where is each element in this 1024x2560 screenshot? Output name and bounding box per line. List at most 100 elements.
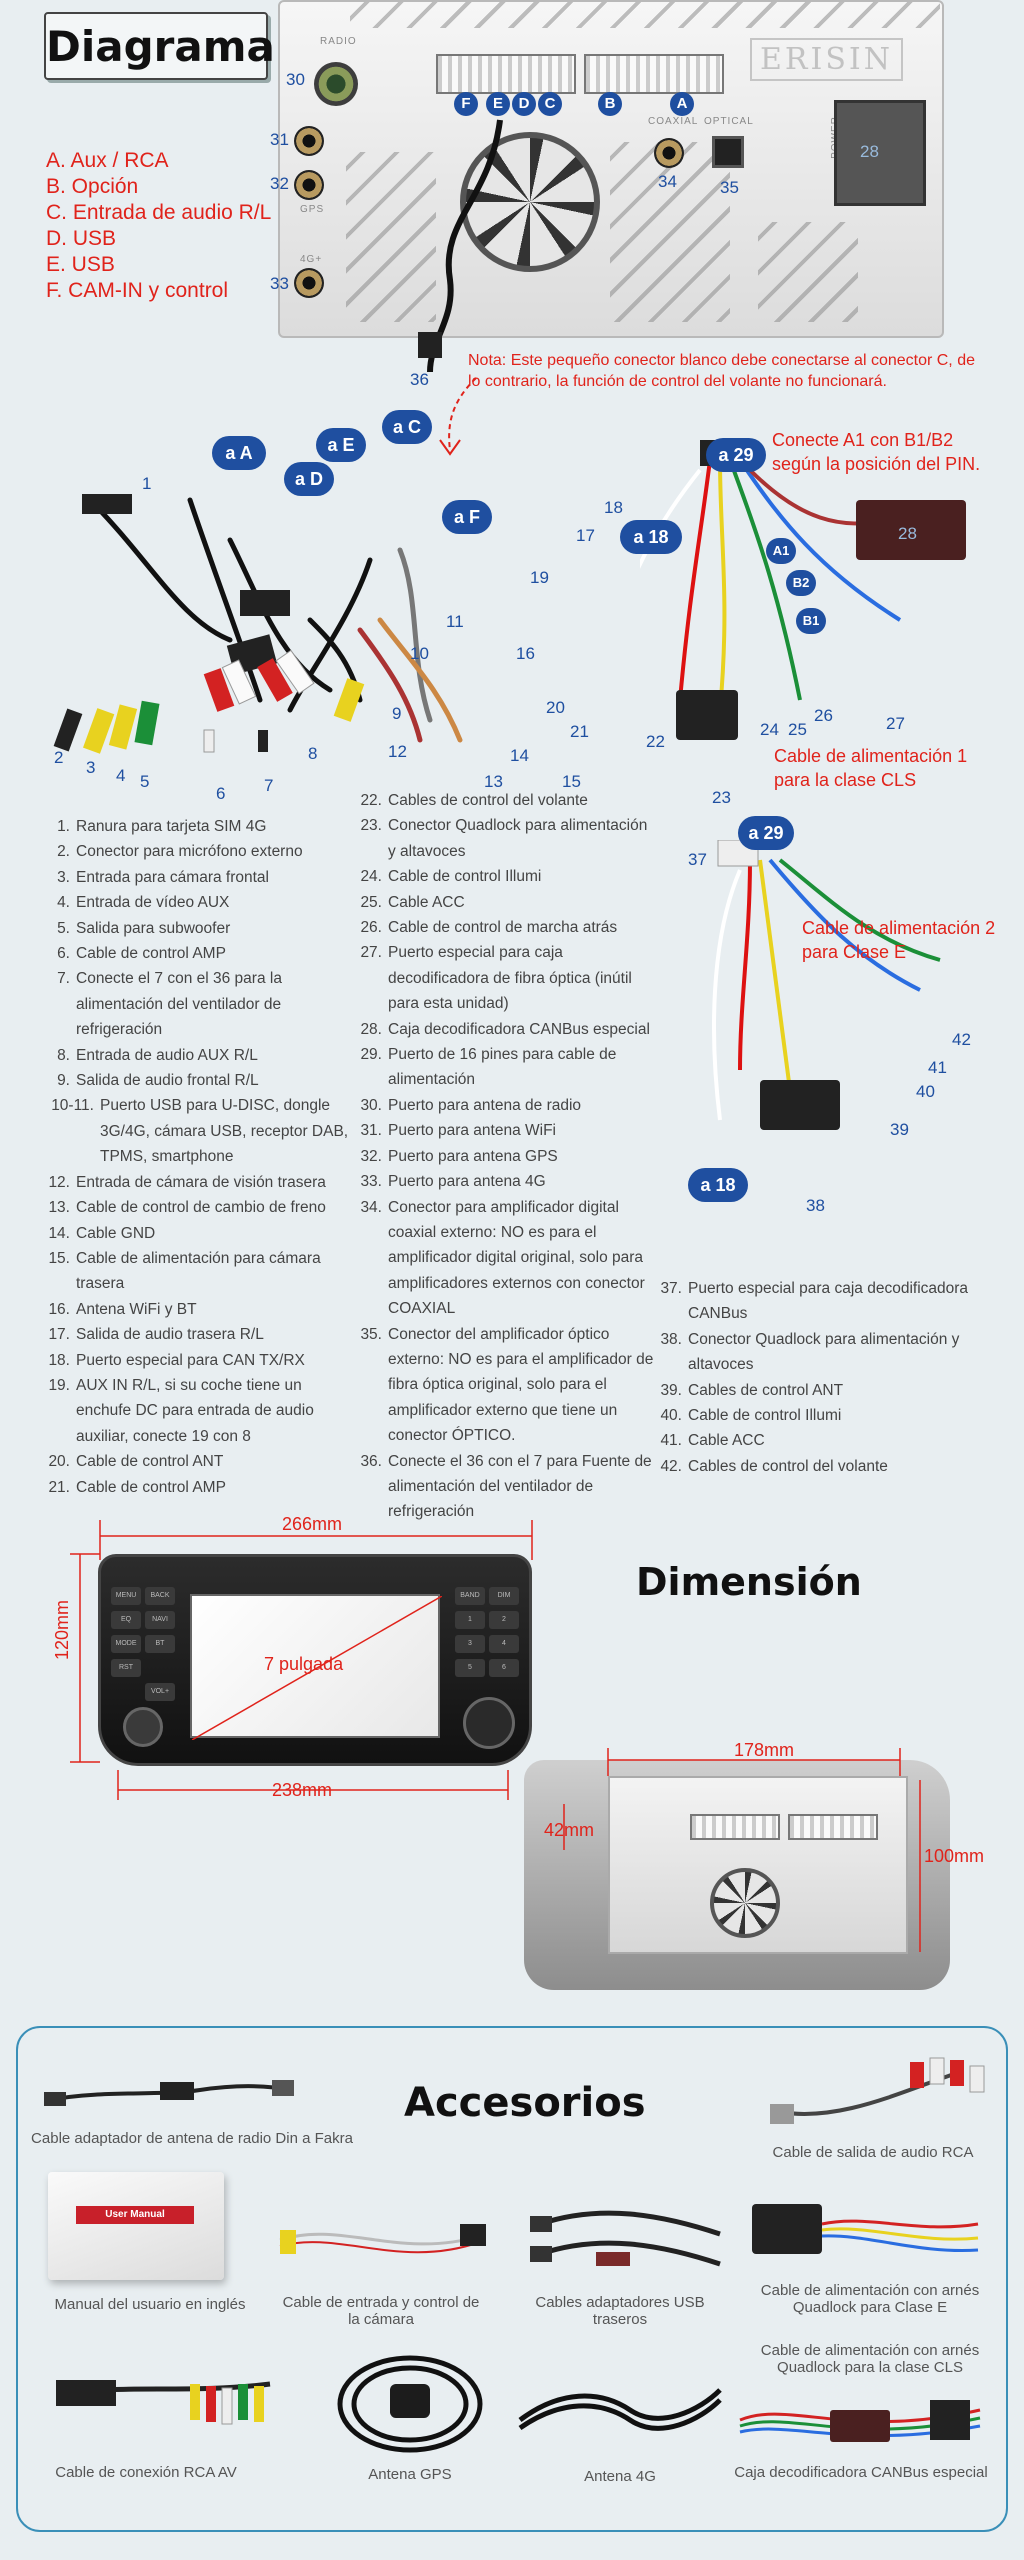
preset-3-button[interactable]: 3 (455, 1635, 485, 1653)
preset-1-button[interactable]: 1 (455, 1611, 485, 1629)
item-text: Cable de control Illumi (388, 868, 542, 886)
item-text: Cables de control ANT (688, 1381, 844, 1399)
coaxial-port (654, 138, 684, 168)
back-height-right-label: 100mm (924, 1846, 985, 1866)
item-text: Conector del amplificador óptico externo… (388, 1325, 654, 1445)
dim-button[interactable]: DIM (489, 1587, 519, 1605)
list-item: 14.Cable GND (46, 1221, 356, 1246)
preset-6-button[interactable]: 6 (489, 1659, 519, 1677)
list-item: 22.Cables de control del volante (358, 788, 658, 813)
cable-number: 27 (886, 714, 905, 733)
vent-grille (610, 142, 730, 322)
item-text: Cable de control Illumi (688, 1407, 842, 1425)
width-bottom-label: 238mm (272, 1780, 333, 1800)
item-number: 32. (360, 1147, 382, 1165)
menu-button[interactable]: MENU (111, 1587, 141, 1605)
item-text: Cable de control ANT (76, 1453, 224, 1471)
item-text: Cable de control de marcha atrás (388, 919, 618, 937)
cable-number: 40 (916, 1082, 935, 1101)
list-item: 40. Cable de control Illumi (658, 1403, 988, 1428)
pill-to-29-e: a 29 (738, 816, 794, 850)
item-text: Cables de control del volante (688, 1457, 888, 1475)
mode-button[interactable]: MODE (111, 1635, 141, 1653)
bt-button[interactable]: BT (145, 1635, 175, 1653)
item-text: Entrada de audio AUX R/L (76, 1046, 258, 1064)
item-number: 5. (57, 919, 70, 937)
item-text: Cables de control del volante (388, 792, 588, 809)
item-text: Conector Quadlock para alimentación y al… (688, 1330, 960, 1374)
vol-up-button[interactable]: VOL+ (145, 1683, 175, 1701)
list-item: 19.AUX IN R/L, si su coche tiene un ench… (46, 1373, 356, 1449)
pin-tag-b2: B2 (786, 570, 816, 596)
item-number: 24. (360, 868, 382, 886)
navigation-pad[interactable] (463, 1697, 515, 1749)
user-manual-tag: User Manual (76, 2206, 194, 2224)
brand-logo: ERISIN (750, 38, 903, 81)
item-text: Salida de audio frontal R/L (76, 1072, 259, 1090)
connector-note: Nota: Este pequeño conector blanco debe … (468, 352, 975, 390)
item-text: Conecte el 7 con el 36 para la alimentac… (76, 970, 282, 1039)
cable-number: 23 (712, 788, 731, 807)
list-item: 29.Puerto de 16 pines para cable de alim… (358, 1042, 658, 1093)
item-text: Puerto de 16 pines para cable de aliment… (388, 1046, 617, 1089)
accessory-label: Antena 4G (584, 2468, 656, 2485)
volume-knob[interactable] (123, 1707, 163, 1747)
navi-button[interactable]: NAVI (145, 1611, 175, 1629)
pill-to-29: a 29 (706, 438, 766, 472)
label-33: 33 (270, 274, 289, 293)
accessory-label: Manual del usuario en inglés (54, 2296, 246, 2313)
port-letter-c: C (538, 92, 562, 116)
preset-4-button[interactable]: 4 (489, 1635, 519, 1653)
list-item: 27.Puerto especial para caja decodificad… (358, 940, 658, 1016)
eq-button[interactable]: EQ (111, 1611, 141, 1629)
item-text: Cable de control AMP (76, 1478, 226, 1496)
rca-output-cable-image (770, 2057, 985, 2124)
back-connector-block (690, 1814, 780, 1840)
port-letter-f: F (454, 92, 478, 116)
cable-number: 6 (216, 784, 226, 803)
cable-number: 22 (646, 732, 665, 751)
band-button[interactable]: BAND (455, 1587, 485, 1605)
item-number: 30. (360, 1096, 382, 1114)
fakra-adapter-image (44, 2080, 294, 2106)
label-35: 35 (720, 178, 739, 197)
item-text: Entrada para cámara frontal (76, 868, 269, 886)
item-number: 40. (660, 1407, 682, 1425)
item-number: 17. (48, 1326, 70, 1344)
cable-number: 28 (898, 524, 917, 543)
cable-number: 26 (814, 706, 833, 725)
item-number: 9. (57, 1072, 70, 1090)
cable-number: 9 (392, 704, 402, 723)
item-number: 26. (360, 919, 382, 937)
cable-number: 19 (530, 568, 549, 587)
list-item: 33.Puerto para antena 4G (358, 1169, 658, 1194)
head-unit-rear-panel: ERISIN F E D C B A RADIO GPS 4G+ COAXIAL… (270, 0, 944, 338)
list-item: 30.Puerto para antena de radio (358, 1093, 658, 1118)
cable-number: 13 (484, 772, 503, 791)
preset-2-button[interactable]: 2 (489, 1611, 519, 1629)
list-item: 12.Entrada de cámara de visión trasera (46, 1170, 356, 1195)
cable-number: 39 (890, 1120, 909, 1139)
pin-tag-a1: A1 (766, 538, 796, 564)
item-text: Puerto especial para CAN TX/RX (76, 1351, 305, 1369)
legend-item: E. USB (46, 253, 115, 276)
vent-grille (758, 222, 858, 322)
list-item: 24. Cable de control Illumi (358, 864, 658, 889)
list-item: 25.Cable ACC (358, 890, 658, 915)
legend-item: B. Opción (46, 175, 139, 198)
preset-5-button[interactable]: 5 (455, 1659, 485, 1677)
harness-left-illustration (53, 494, 463, 754)
screen-diagonal (192, 1596, 442, 1740)
optical-port (712, 136, 744, 168)
accessory-label: Cable de alimentación con arnés Quadlock… (760, 2282, 980, 2316)
label-36: 36 (410, 370, 429, 389)
list-item: 18.Puerto especial para CAN TX/RX (46, 1348, 356, 1373)
pill-to-a: a A (212, 436, 266, 470)
back-button[interactable]: BACK (145, 1587, 175, 1605)
list-item: 28.Caja decodificadora CANBus especial (358, 1017, 658, 1042)
rst-button[interactable]: RST (111, 1659, 141, 1677)
label-31: 31 (270, 130, 289, 149)
cable-number: 1 (142, 474, 152, 493)
pill-to-c: a C (382, 410, 432, 444)
item-text: Cable GND (76, 1224, 156, 1242)
